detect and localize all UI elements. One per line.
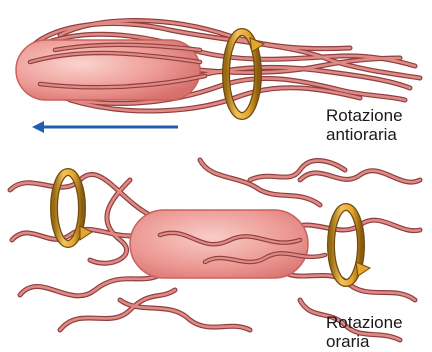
label-clockwise-rotation: Rotazione oraria bbox=[326, 313, 403, 351]
label-counterclockwise-rotation: Rotazione antioraria bbox=[326, 106, 403, 144]
label-bottom-line1: Rotazione bbox=[326, 313, 403, 332]
bottom-right-rotation-ring bbox=[331, 207, 370, 283]
label-top-line2: antioraria bbox=[326, 125, 403, 144]
label-bottom-line2: oraria bbox=[326, 332, 403, 351]
label-top-line1: Rotazione bbox=[326, 106, 403, 125]
